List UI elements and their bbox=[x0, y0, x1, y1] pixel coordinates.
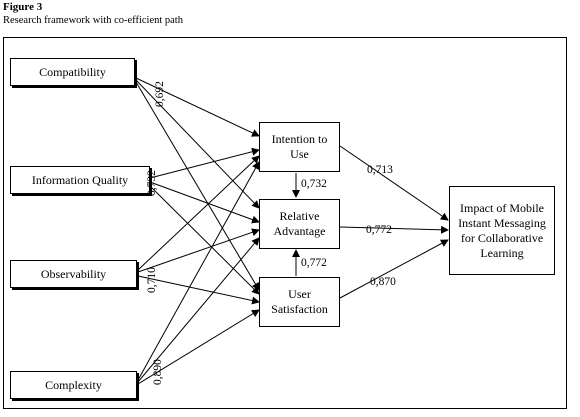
node-relative-line1: Relative bbox=[279, 209, 320, 223]
node-impact-line4: Learning bbox=[480, 245, 524, 260]
arrow-infoquality-intention bbox=[149, 147, 260, 179]
arrow-complexity-intention bbox=[137, 161, 260, 381]
arrow-compatibility-relative bbox=[135, 79, 260, 209]
arrow-compatibility-satisfaction bbox=[135, 81, 260, 291]
coef-intention-relative: 0,732 bbox=[301, 178, 327, 190]
arrow-complexity-relative bbox=[137, 237, 260, 383]
figure-label: Figure 3 bbox=[3, 1, 43, 13]
node-impact: Impact of Mobile Instant Messaging for C… bbox=[449, 186, 555, 275]
node-complexity: Complexity bbox=[10, 371, 137, 399]
coef-compatibility: 0,692 bbox=[154, 81, 166, 107]
node-information-quality: Information Quality bbox=[10, 166, 150, 194]
arrow-satisfaction-impact bbox=[339, 239, 449, 299]
node-impact-line2: Instant Messaging bbox=[458, 215, 546, 230]
node-user-satisfaction: User Satisfaction bbox=[259, 277, 340, 327]
node-complexity-label: Complexity bbox=[45, 377, 102, 392]
arrow-infoquality-relative bbox=[149, 181, 260, 224]
coef-satisfaction-impact: 0,870 bbox=[370, 276, 396, 288]
node-satisfaction-line2: Satisfaction bbox=[271, 302, 328, 316]
node-impact-line3: for Collaborative bbox=[460, 230, 544, 245]
arrow-intention-impact bbox=[339, 145, 449, 221]
arrow-relative-impact bbox=[339, 225, 449, 234]
node-intention-line1: Intention to bbox=[271, 132, 328, 146]
node-observability: Observability bbox=[10, 260, 137, 288]
node-compatibility-label: Compatibility bbox=[39, 64, 106, 79]
node-impact-line1: Impact of Mobile bbox=[460, 200, 544, 215]
node-compatibility: Compatibility bbox=[10, 58, 135, 86]
node-information-quality-label: Information Quality bbox=[31, 172, 129, 187]
node-satisfaction-line1: User bbox=[288, 287, 311, 301]
coef-satisfaction-relative: 0,772 bbox=[301, 257, 327, 269]
arrow-complexity-satisfaction bbox=[137, 309, 260, 385]
arrow-observability-satisfaction bbox=[137, 275, 260, 305]
arrow-compatibility-intention bbox=[135, 77, 260, 137]
arrow-infoquality-satisfaction bbox=[149, 185, 260, 295]
arrow-observability-relative bbox=[137, 228, 260, 273]
coef-information-quality: 0,732 bbox=[146, 170, 158, 196]
diagram-frame bbox=[3, 37, 567, 409]
node-relative-line2: Advantage bbox=[273, 224, 326, 238]
node-intention-line2: Use bbox=[290, 147, 309, 161]
figure-caption: Research framework with co-efficient pat… bbox=[3, 15, 183, 26]
node-intention-to-use: Intention to Use bbox=[259, 122, 340, 172]
coef-intention-impact: 0,713 bbox=[367, 164, 393, 176]
node-observability-label: Observability bbox=[40, 266, 107, 281]
coef-relative-impact: 0,772 bbox=[366, 224, 392, 236]
arrow-observability-intention bbox=[137, 155, 260, 271]
coef-complexity: 0,890 bbox=[152, 359, 164, 385]
coef-observability: 0,710 bbox=[146, 267, 158, 293]
node-relative-advantage: Relative Advantage bbox=[259, 199, 340, 249]
